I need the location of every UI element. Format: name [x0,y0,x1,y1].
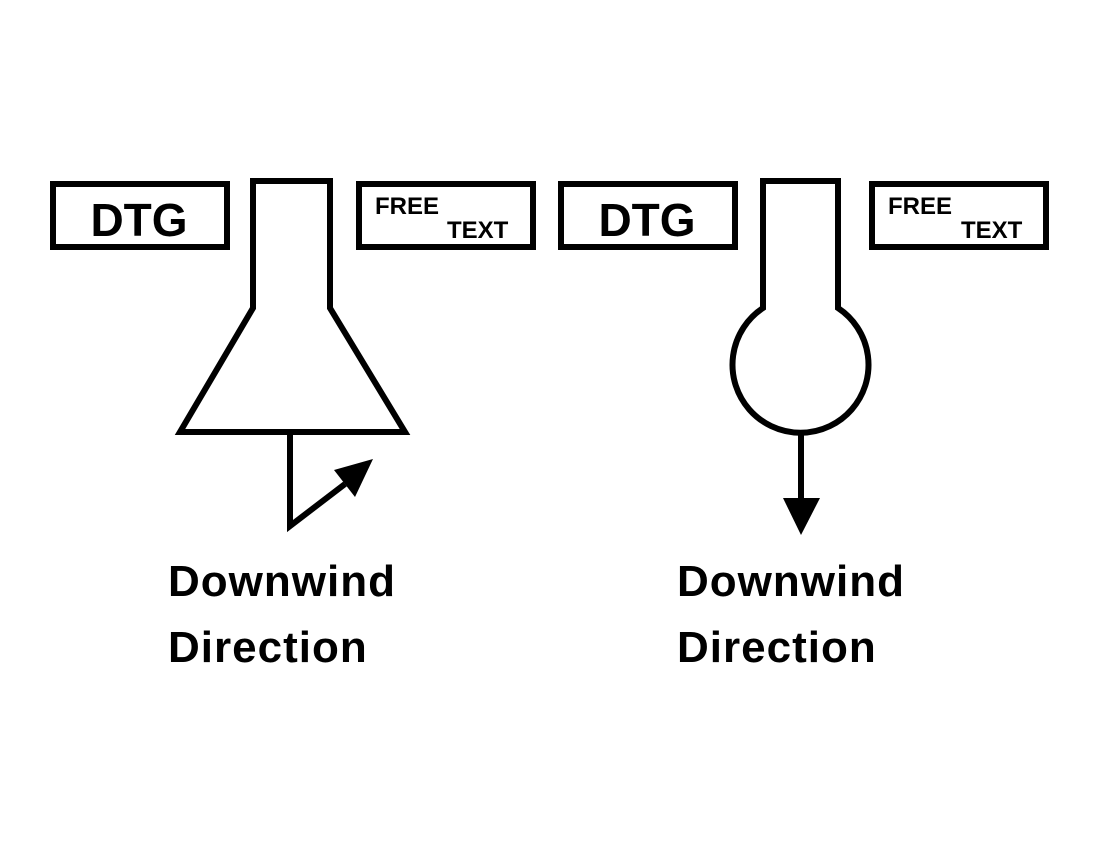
cone-outline [174,178,411,435]
caption-line-2: Direction [168,623,368,672]
arrowhead [334,459,373,497]
caption-line-2: Direction [677,623,877,672]
dtg-box [50,181,230,250]
text-label: TEXT [447,217,509,244]
arrowhead [783,498,820,535]
downwind-arrow-bent [287,432,373,533]
dtg-label: DTG [90,194,187,246]
symbol-cone: DTG FREE TEXT Downwind Direction [50,178,536,672]
bulb-outline [729,178,872,436]
symbol-bulb: DTG FREE TEXT Downwind Direction [558,178,1049,672]
caption-line-1: Downwind [677,557,905,606]
downwind-arrow-straight [783,432,820,535]
dtg-box [558,181,738,250]
dtg-label: DTG [598,194,695,246]
free-text-box [869,181,1049,250]
text-label: TEXT [961,217,1023,244]
free-label: FREE [888,193,952,220]
free-text-box [356,181,536,250]
caption-line-1: Downwind [168,557,396,606]
free-label: FREE [375,193,439,220]
